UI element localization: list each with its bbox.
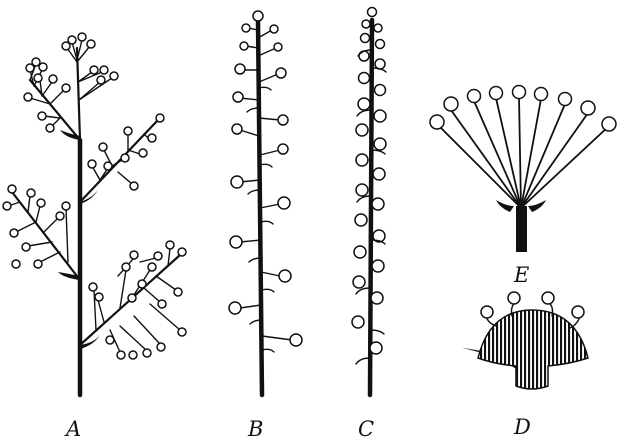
label-a: A	[64, 417, 81, 441]
head-diagram	[462, 292, 588, 389]
label-b: B	[247, 417, 263, 441]
raceme-diagram	[229, 11, 302, 395]
spike-diagram	[352, 8, 386, 396]
label-e: E	[513, 263, 529, 287]
umbel-diagram	[430, 86, 616, 253]
label-d: D	[513, 415, 531, 439]
label-c: C	[358, 417, 374, 441]
panicle-diagram	[3, 33, 186, 395]
